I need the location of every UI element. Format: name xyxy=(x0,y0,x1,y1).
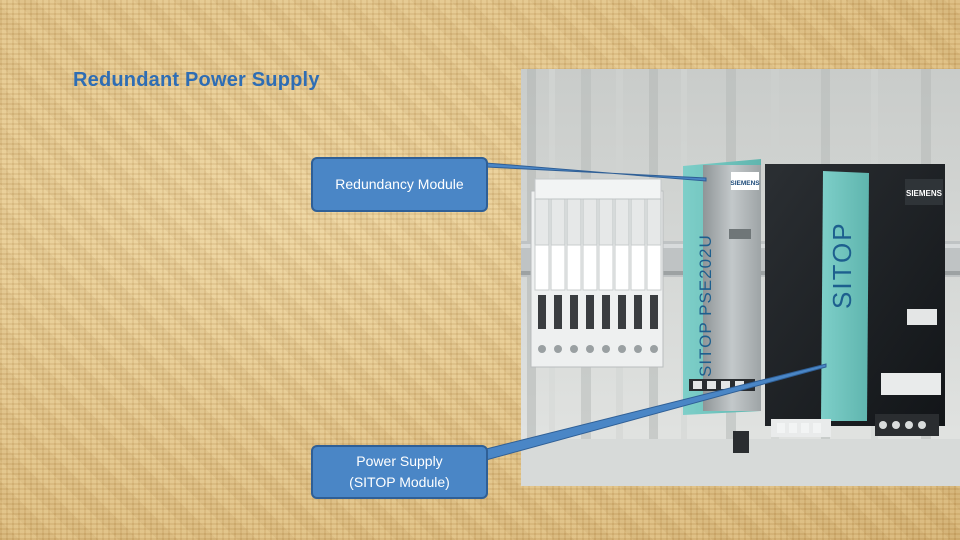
redundancy-model-label: SITOP PSE202U xyxy=(696,234,715,377)
power-supply-callout-line2: (SITOP Module) xyxy=(349,474,450,490)
slide-title: Redundant Power Supply xyxy=(73,69,320,91)
equipment-photo: SIEMENS SITOP PSE202U SIEMENS SITOP xyxy=(521,69,960,486)
psu-brand-label: SIEMENS xyxy=(906,189,943,198)
redundancy-module-callout: Redundancy Module xyxy=(311,157,488,212)
power-supply-callout: Power Supply (SITOP Module) xyxy=(311,445,488,499)
power-supply-callout-line1: Power Supply xyxy=(356,453,443,469)
redundancy-module-callout-text: Redundancy Module xyxy=(335,176,464,192)
redundancy-brand-label: SIEMENS xyxy=(730,180,760,187)
psu-model-label: SITOP xyxy=(827,221,857,309)
